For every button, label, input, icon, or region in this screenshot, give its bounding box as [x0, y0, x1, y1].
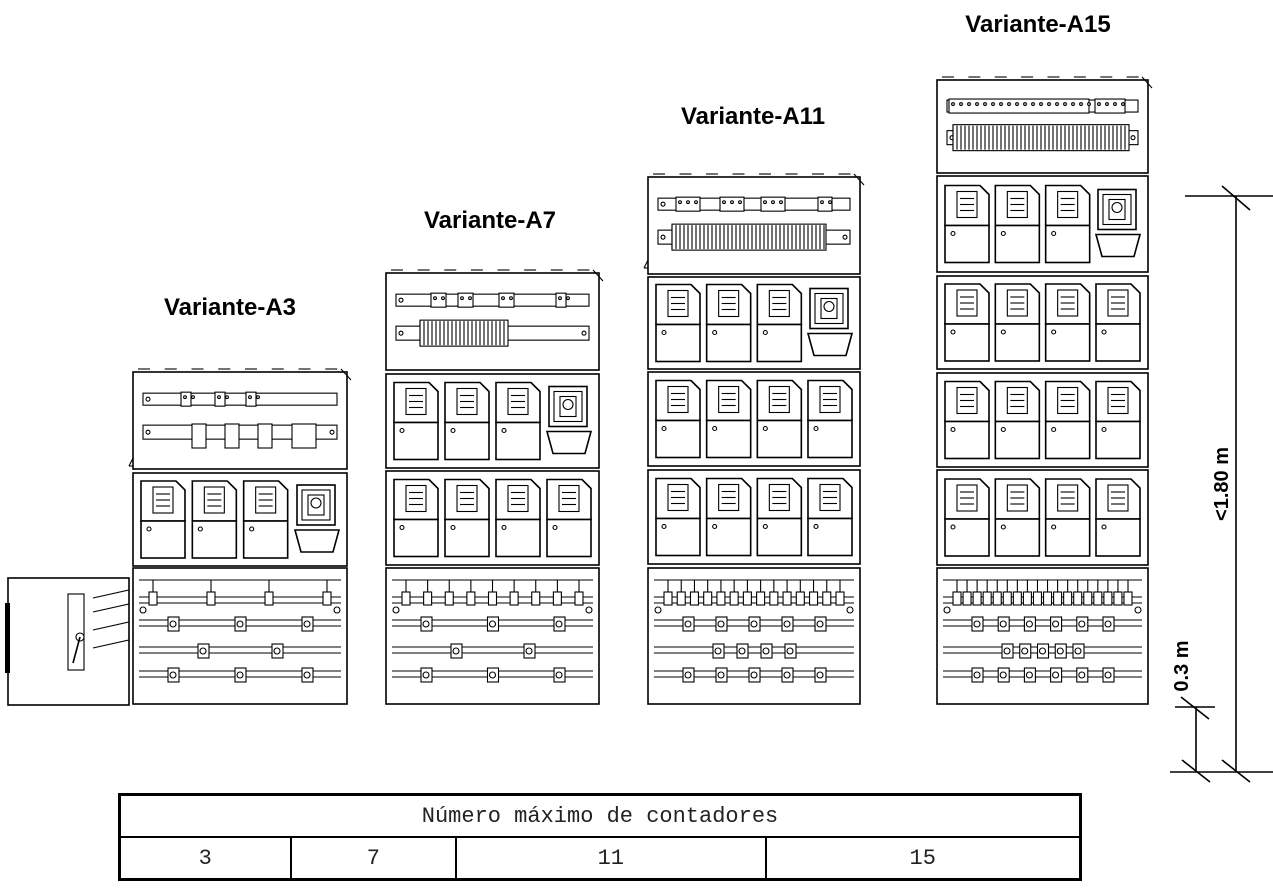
main-switch	[545, 385, 593, 455]
electricity-meter	[994, 380, 1041, 460]
dimension-lines	[1170, 185, 1273, 783]
variant-title-a7: Variante-A7	[424, 207, 556, 234]
total-height-label: <1.80 m	[1211, 447, 1233, 521]
meter-panel	[647, 469, 861, 565]
main-switch	[293, 484, 341, 553]
busbar-panel	[647, 567, 861, 705]
electricity-meter	[994, 283, 1041, 362]
electricity-meter	[944, 283, 990, 362]
meter-panel	[132, 472, 348, 567]
cabinet-a11	[643, 173, 865, 705]
max-meters-table: Número máximo de contadores 3 7 11 15	[118, 793, 1082, 881]
electricity-meter	[495, 381, 541, 461]
electricity-meter	[705, 477, 752, 557]
electricity-meter	[756, 477, 803, 557]
table-cell-a7: 7	[289, 836, 458, 881]
meter-panel	[936, 372, 1149, 468]
main-switch	[806, 287, 854, 357]
fuse-door-box	[5, 577, 130, 706]
electricity-meter	[191, 480, 238, 559]
electricity-meter	[944, 184, 990, 264]
electricity-meter	[705, 379, 752, 459]
electricity-meter	[1044, 184, 1091, 264]
electricity-meter	[444, 381, 490, 461]
meter-panel	[936, 275, 1149, 370]
electricity-meter	[994, 184, 1041, 264]
electricity-meter	[807, 477, 853, 557]
electricity-meter	[242, 480, 289, 559]
electricity-meter	[140, 480, 186, 559]
cabinets-group	[5, 76, 1153, 706]
electricity-meter	[546, 478, 592, 558]
distribution-panel	[936, 76, 1153, 174]
distribution-panel	[385, 269, 604, 371]
variant-title-a3: Variante-A3	[164, 294, 296, 321]
electricity-meter	[495, 478, 541, 558]
electricity-meter	[655, 477, 701, 557]
cabinet-a7	[385, 269, 604, 705]
electricity-meter	[1044, 283, 1091, 362]
electricity-meter	[1095, 478, 1141, 557]
electricity-meter	[1044, 380, 1091, 460]
table-header-row: Número máximo de contadores	[118, 793, 1082, 838]
electricity-meter	[944, 380, 990, 460]
electricity-meter	[1095, 380, 1141, 460]
electricity-meter	[1044, 478, 1091, 557]
meter-panel	[936, 469, 1149, 566]
variant-title-a11: Variante-A11	[681, 103, 825, 130]
electricity-meter	[705, 283, 752, 363]
electricity-meter	[655, 379, 701, 459]
electricity-meter	[756, 283, 803, 363]
cabinet-a15	[936, 76, 1153, 705]
electricity-meter	[1095, 283, 1141, 362]
electricity-meter	[444, 478, 490, 558]
electricity-meter	[994, 478, 1041, 557]
busbar-panel	[132, 567, 348, 705]
table-header: Número máximo de contadores	[118, 793, 1082, 838]
busbar-panel	[385, 567, 600, 705]
electricity-meter	[655, 283, 701, 363]
busbar-panel	[936, 567, 1149, 705]
variant-title-a15: Variante-A15	[965, 11, 1110, 38]
electricity-meter	[393, 478, 439, 558]
meter-panel	[647, 276, 861, 370]
table-cell-a11: 11	[455, 836, 767, 881]
meter-panel	[385, 373, 600, 469]
cabinet-a3	[5, 368, 352, 706]
main-switch	[1094, 188, 1142, 258]
electricity-meter	[807, 379, 853, 459]
distribution-panel	[132, 368, 352, 470]
table-cell-a3: 3	[118, 836, 292, 881]
distribution-panel	[647, 173, 865, 275]
table-row: 3 7 11 15	[118, 836, 1082, 881]
electricity-meter	[393, 381, 439, 461]
meter-panel	[385, 470, 600, 566]
base-height-label: 0.3 m	[1171, 640, 1193, 691]
meter-panel	[647, 371, 861, 467]
electricity-meter	[756, 379, 803, 459]
meter-panel	[936, 175, 1149, 273]
table-cell-a15: 15	[764, 836, 1082, 881]
electricity-meter	[944, 478, 990, 557]
